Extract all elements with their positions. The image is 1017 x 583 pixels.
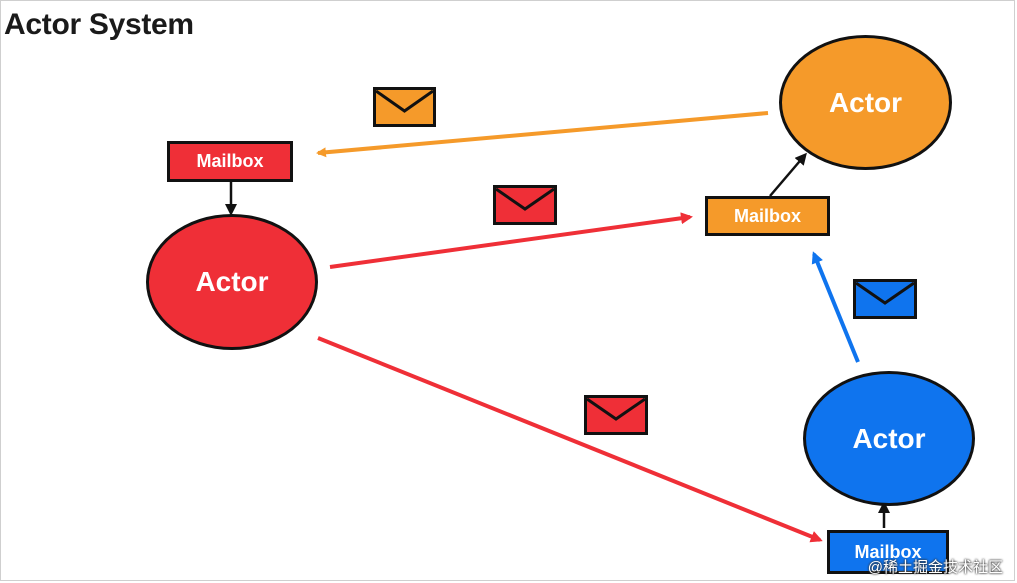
actor-orange: Actor — [779, 35, 952, 170]
arrow-blue-actor-to-orange-mailbox — [811, 251, 860, 363]
envelope-icon-blue — [853, 279, 917, 319]
arrow-red-actor-to-blue-mailbox — [317, 336, 823, 543]
mailbox-blue: Mailbox — [827, 530, 949, 574]
arrow-orange-actor-to-red-mailbox — [316, 111, 769, 158]
watermark-text: @稀土掘金技术社区 — [867, 559, 1003, 576]
mailbox-red: Mailbox — [167, 141, 293, 182]
diagram-title: Actor System — [4, 8, 194, 41]
mailbox-orange: Mailbox — [705, 196, 830, 236]
arrow-orange-mailbox-to-orange-actor — [769, 152, 807, 197]
mailbox-blue-label: Mailbox — [854, 541, 922, 562]
envelope-icon-red-lower — [584, 395, 648, 435]
envelope-icon-red-upper — [493, 185, 557, 225]
mailbox-red-label: Mailbox — [196, 151, 264, 171]
mailbox-orange-label: Mailbox — [733, 205, 801, 226]
actor-red: Actor — [146, 214, 318, 350]
arrow-red-actor-to-orange-mailbox — [329, 212, 693, 269]
actor-blue: Actor — [803, 371, 975, 506]
actor-red-label: Actor — [195, 266, 269, 297]
actor-blue-label: Actor — [852, 422, 926, 454]
actor-orange-label: Actor — [828, 86, 903, 118]
envelope-icon-orange — [373, 87, 436, 127]
